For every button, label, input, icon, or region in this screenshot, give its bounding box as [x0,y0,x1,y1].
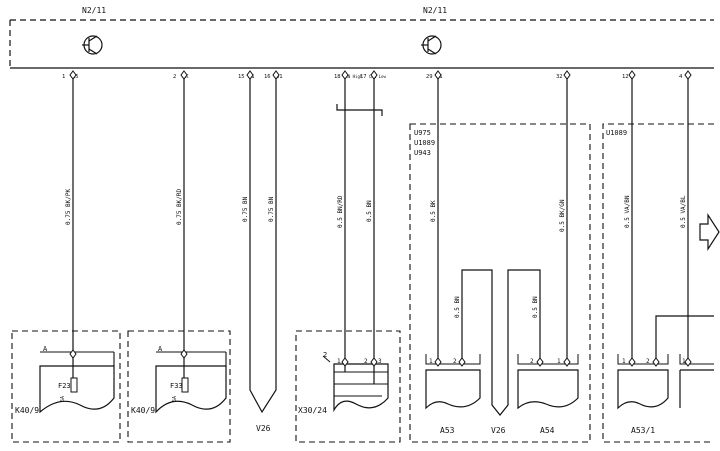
connector-pin: 1 [622,358,626,365]
control-module-frame [9,19,714,69]
pin-num: 12 [622,74,629,80]
component-label: K40/9 [131,406,155,415]
connector-pin: 1 [557,358,561,365]
connector-pin: 1 [429,358,433,365]
pin-num: 15 [238,74,245,80]
pin-num: 1 [62,74,65,80]
variant-code: U975 [414,129,431,137]
connector-pin: 2 [453,358,457,365]
relay-fuse-box-k40-right [127,330,231,443]
connector-pin: 2 [646,358,650,365]
variant-code: U1089 [606,129,627,137]
continuation-arrow-icon [699,212,720,252]
wire-label: 0.5 BN/RD [337,195,344,228]
variant-boxes [409,123,714,443]
module-a53-1 [617,354,714,410]
fuse-rating: 5A [172,396,178,402]
wires [72,79,714,416]
wire-labels: 0.75 BK/PK 0.75 BK/RD 0.75 BN 0.75 BN 0.… [65,188,687,318]
pin-num: 29 [426,74,433,80]
pin-num: 18 [334,74,341,80]
wire-label: 0.75 BN [268,196,275,222]
connector-pin: 2 [530,358,534,365]
pin-sig: 15 [72,74,79,80]
component-label: A54 [540,426,555,435]
pin-num: 4 [679,74,683,80]
module-label-left: N2/11 [82,6,106,15]
transistor-icon-left [82,35,103,55]
module-a53 [425,354,481,410]
variant-code: U943 [414,149,431,157]
wire-label: 0.5 BN [454,296,461,318]
component-label: A53/1 [631,426,655,435]
wire-label: 0.5 BK [430,200,437,222]
relay-fuse-box-k40-left [11,330,121,443]
fuse-rating: 5A [60,396,66,402]
connector-pin: 1 [682,358,686,365]
connector-pin: 1 [337,358,341,365]
ground-label: V26 [491,426,506,435]
callout-number: 2 [323,351,327,359]
wire-label: 0.75 BK/PK [65,188,72,225]
pin-num: 2 [173,74,176,80]
pin-sig: CAN Low [369,74,386,79]
wire-label: 0.5 VA/BL [680,195,687,228]
connector-pin: 3 [378,358,382,365]
wire-label: 0.75 BK/RD [176,188,183,225]
wire-label: 0.5 BN [532,296,539,318]
component-label: K40/9 [15,406,39,415]
wire-label: 0.5 BN [366,200,373,222]
pin-sig: CAN High [343,74,363,79]
connector-box-x30 [295,330,401,443]
transistor-icon-right [421,35,442,55]
pin-num: 17 [360,74,367,80]
variant-code: U1089 [414,139,435,147]
fuse-label: F33 [170,382,183,390]
component-label: X30/24 [298,406,327,415]
component-label: A53 [440,426,455,435]
pin-num: 16 [264,74,271,80]
box-marker: A [43,345,48,353]
fuse-label: F23 [58,382,71,390]
pin-sig: 31 [276,74,283,80]
module-a54 [517,354,579,410]
wire-label: 0.5 VA/BN [624,195,631,228]
ground-label: V26 [256,424,271,433]
wire-label: 0.75 BN [242,196,249,222]
box-marker: A [158,345,163,353]
wire-label: 0.5 BK/GN [559,199,566,232]
connector-markers [69,70,692,80]
pin-num: 32 [556,74,563,80]
module-label-right: N2/11 [423,6,447,15]
connector-pin: 2 [364,358,368,365]
